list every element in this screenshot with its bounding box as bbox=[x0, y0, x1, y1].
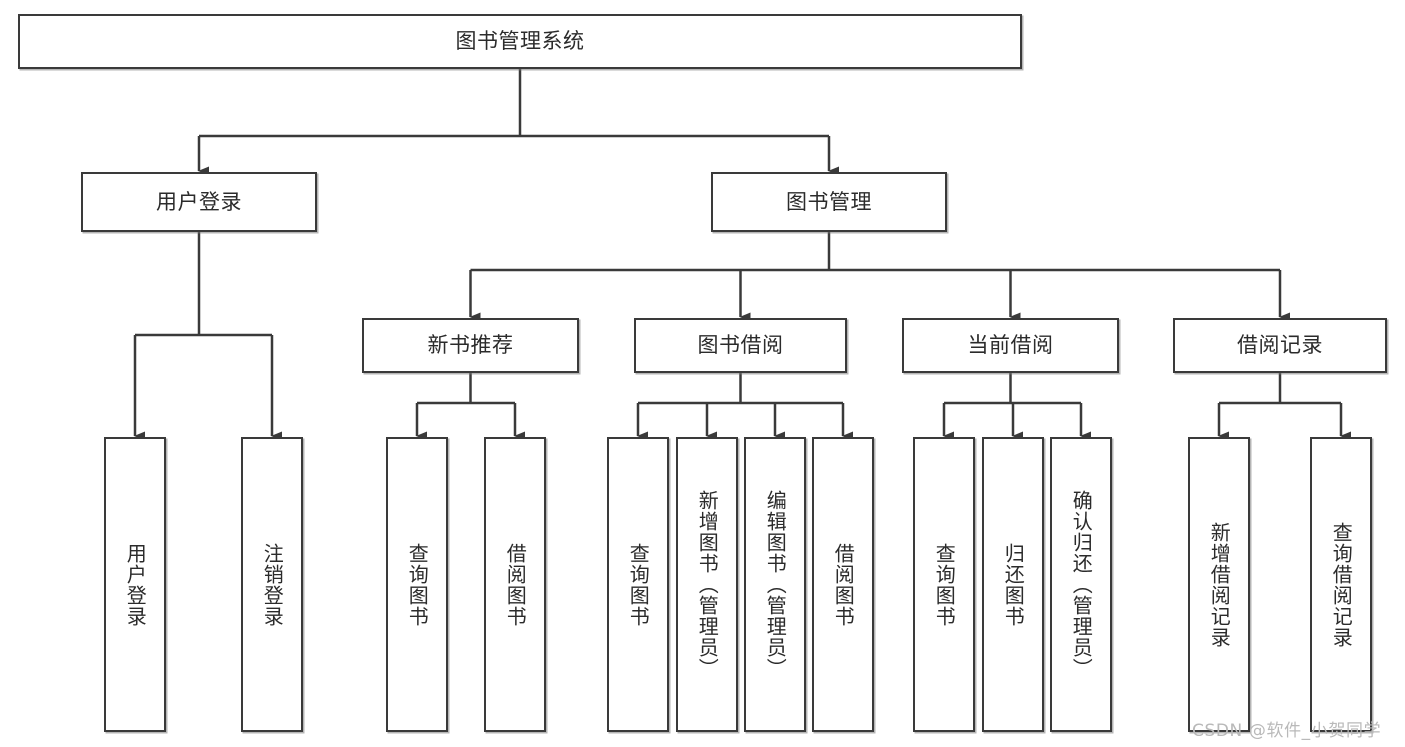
node-leaf-borrow-4[interactable]: 借阅图书 bbox=[812, 437, 874, 732]
watermark-label: CSDN @软件_小贺同学 bbox=[1192, 721, 1382, 741]
node-label-leaf-login-1: 用户登录 bbox=[123, 542, 148, 627]
node-label-leaf-borrow-2: 新增图书（管理员） bbox=[695, 490, 720, 679]
node-leaf-login-1[interactable]: 用户登录 bbox=[104, 437, 166, 732]
node-label-login: 用户登录 bbox=[156, 189, 242, 214]
node-label-leaf-borrow-4: 借阅图书 bbox=[831, 542, 856, 627]
node-leaf-borrow-2[interactable]: 新增图书（管理员） bbox=[676, 437, 738, 732]
node-label-leaf-new-1: 查询图书 bbox=[405, 542, 430, 627]
node-leaf-cur-2[interactable]: 归还图书 bbox=[982, 437, 1044, 732]
node-label-borrow: 图书借阅 bbox=[697, 333, 784, 358]
node-leaf-borrow-1[interactable]: 查询图书 bbox=[607, 437, 669, 732]
node-leaf-new-2[interactable]: 借阅图书 bbox=[484, 437, 546, 732]
node-bookmgmt[interactable]: 图书管理 bbox=[711, 172, 947, 232]
node-newbook[interactable]: 新书推荐 bbox=[362, 318, 579, 373]
node-label-current: 当前借阅 bbox=[967, 333, 1054, 358]
edge-group bbox=[133, 69, 1351, 441]
node-label-records: 借阅记录 bbox=[1237, 333, 1323, 358]
node-borrow[interactable]: 图书借阅 bbox=[634, 318, 847, 373]
node-leaf-rec-2[interactable]: 查询借阅记录 bbox=[1310, 437, 1372, 732]
node-label-leaf-rec-1: 新增借阅记录 bbox=[1207, 521, 1232, 648]
node-leaf-login-2[interactable]: 注销登录 bbox=[241, 437, 303, 732]
node-label-newbook: 新书推荐 bbox=[427, 333, 514, 358]
node-label-leaf-borrow-1: 查询图书 bbox=[626, 542, 651, 627]
node-current[interactable]: 当前借阅 bbox=[902, 318, 1119, 373]
node-login[interactable]: 用户登录 bbox=[81, 172, 317, 232]
node-label-leaf-login-2: 注销登录 bbox=[260, 542, 285, 627]
node-label-leaf-cur-2: 归还图书 bbox=[1001, 542, 1026, 627]
node-label-leaf-new-2: 借阅图书 bbox=[503, 542, 528, 627]
node-leaf-cur-3[interactable]: 确认归还（管理员） bbox=[1050, 437, 1112, 732]
node-label-leaf-cur-3: 确认归还（管理员） bbox=[1069, 490, 1094, 679]
node-leaf-new-1[interactable]: 查询图书 bbox=[386, 437, 448, 732]
node-leaf-borrow-3[interactable]: 编辑图书（管理员） bbox=[744, 437, 806, 732]
node-root[interactable]: 图书管理系统 bbox=[18, 14, 1022, 69]
node-leaf-cur-1[interactable]: 查询图书 bbox=[913, 437, 975, 732]
node-records[interactable]: 借阅记录 bbox=[1173, 318, 1387, 373]
node-label-leaf-borrow-3: 编辑图书（管理员） bbox=[763, 490, 788, 679]
node-label-leaf-cur-1: 查询图书 bbox=[932, 542, 957, 627]
node-label-leaf-rec-2: 查询借阅记录 bbox=[1329, 521, 1354, 648]
node-label-bookmgmt: 图书管理 bbox=[786, 189, 872, 214]
node-label-root: 图书管理系统 bbox=[455, 29, 585, 54]
node-leaf-rec-1[interactable]: 新增借阅记录 bbox=[1188, 437, 1250, 732]
